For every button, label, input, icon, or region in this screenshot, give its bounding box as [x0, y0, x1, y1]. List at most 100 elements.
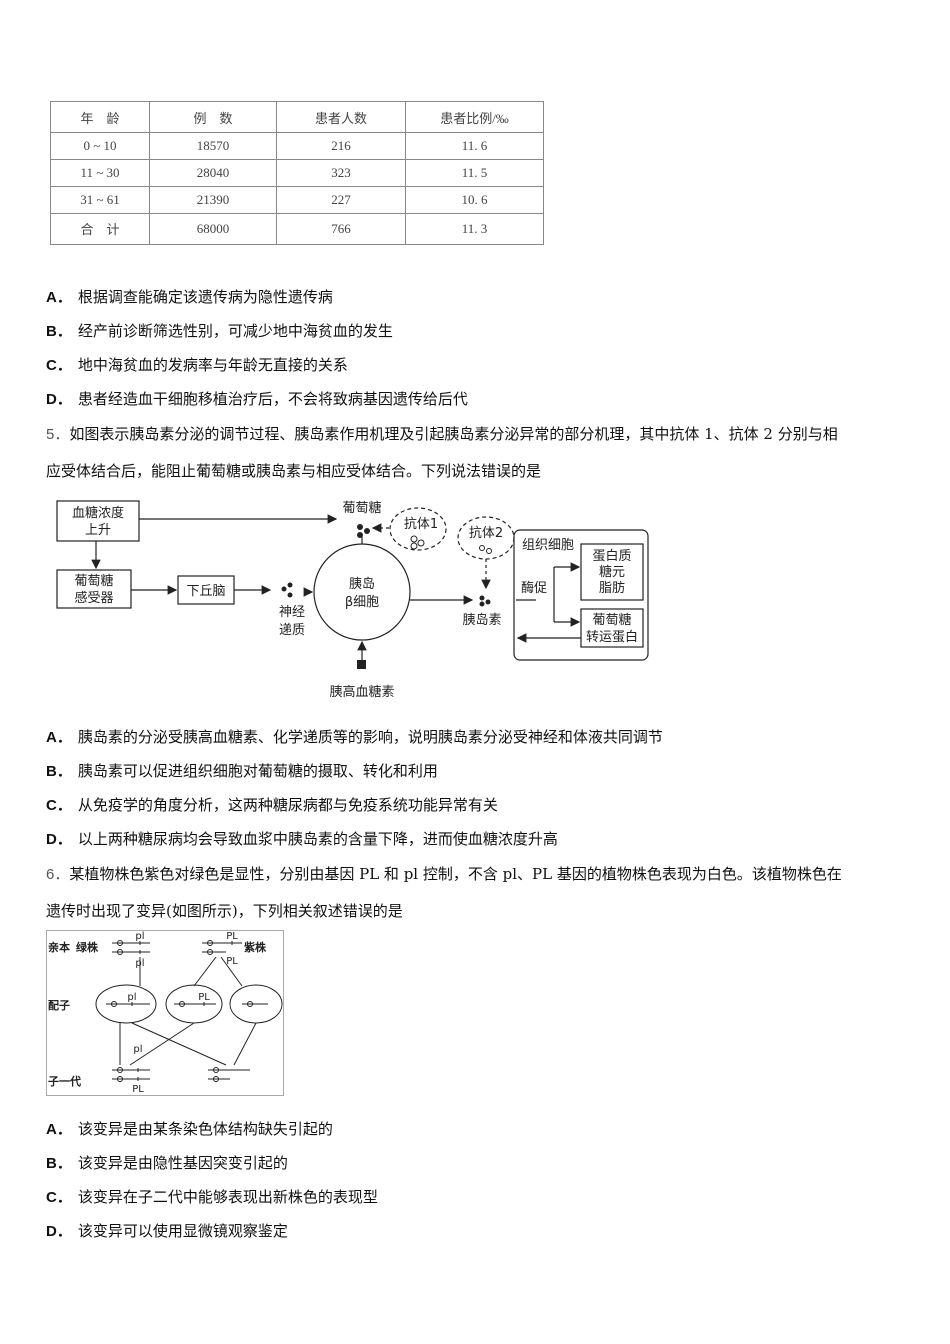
table-cell: 18570 — [149, 132, 277, 161]
option-text: 经产前诊断筛选性别，可减少地中海贫血的发生 — [77, 322, 393, 340]
option-text: 胰岛素可以促进组织细胞对葡萄糖的摄取、转化和利用 — [77, 762, 438, 780]
table-cell: 11. 5 — [405, 159, 544, 187]
stem-text: 应受体结合后，能阻止葡萄糖或胰岛素与相应受体结合。下列说法错误的是 — [46, 462, 542, 480]
neurotransmitter-icon — [287, 592, 293, 598]
neurotransmitter-label: 递质 — [279, 623, 305, 638]
option-letter: C． — [46, 357, 72, 374]
receptor-label: 感受器 — [74, 590, 113, 606]
q4-option-a[interactable]: A．根据调查能确定该遗传病为隐性遗传病 — [46, 286, 333, 307]
gene-label: PL — [132, 1084, 144, 1095]
table-cell: 68000 — [149, 212, 277, 246]
products-label: 糖元 — [599, 564, 625, 580]
neurotransmitter-icon — [287, 582, 293, 588]
centromere — [117, 949, 123, 955]
q4-option-d[interactable]: D．患者经造血干细胞移植治疗后，不会将致病基因遗传给后代 — [46, 388, 468, 409]
q5-option-b[interactable]: B． 胰岛素可以促进组织细胞对葡萄糖的摄取、转化和利用 — [46, 760, 438, 781]
q5-stem-line2: 应受体结合后，能阻止葡萄糖或胰岛素与相应受体结合。下列说法错误的是 — [46, 460, 541, 481]
insulin-label: 胰岛素 — [462, 612, 501, 628]
gamete-label: 配子 — [48, 998, 70, 1012]
q4-option-c[interactable]: C． 地中海贫血的发病率与年龄无直接的关系 — [46, 354, 348, 375]
islet-label: 胰岛 — [349, 576, 375, 592]
option-text: 该变异是由某条染色体结构缺失引起的 — [77, 1120, 333, 1138]
question-number: 6． — [46, 866, 70, 883]
glucose-receptor-box — [56, 569, 132, 609]
header-cell: 年 龄 — [50, 100, 150, 134]
table-row: 合 计 68000 766 11. 3 — [50, 212, 544, 246]
antibody2-icon — [486, 548, 492, 554]
q5-option-a[interactable]: A．胰岛素的分泌受胰高血糖素、化学递质等的影响，说明胰岛素分泌受神经和体液共同调… — [46, 726, 663, 747]
table-cell: 21390 — [149, 185, 277, 214]
table-cell: 11. 3 — [405, 212, 544, 246]
centromere — [117, 1067, 123, 1073]
glucose-molecule-icon — [357, 532, 363, 538]
glucose-molecule-icon — [357, 524, 363, 530]
insulin-molecule-icon — [479, 601, 485, 607]
q6-stem-line1: 6．某植物株色紫色对绿色是显性，分别由基因 PL 和 pl 控制，不含 pl、P… — [46, 863, 842, 884]
tissue-cell-box — [513, 529, 649, 661]
gene-label: pl — [133, 1044, 142, 1055]
option-letter: D． — [46, 1223, 72, 1240]
blood-sugar-label: 上升 — [85, 523, 111, 538]
products-box — [580, 543, 644, 601]
table-cell: 323 — [276, 159, 406, 187]
q6-stem-line2: 遗传时出现了变异(如图所示)，下列相关叙述错误的是 — [46, 900, 403, 921]
receptor-label: 葡萄糖 — [74, 573, 113, 589]
parent-label: 亲本 — [48, 940, 70, 954]
q6-option-c[interactable]: C． 该变异在子二代中能够表现出新株色的表现型 — [46, 1186, 378, 1207]
beta-cell-circle — [313, 543, 411, 641]
glucagon-receptor-icon — [357, 660, 366, 669]
q5-option-c[interactable]: C． 从免疫学的角度分析，这两种糖尿病都与免疫系统功能异常有关 — [46, 794, 498, 815]
blood-sugar-box — [56, 500, 140, 542]
insulin-regulation-diagram: 血糖浓度 上升 葡萄糖 感受器 下丘脑 神经 递质 胰岛 β细胞 葡萄糖 抗体1… — [56, 500, 649, 700]
q6-option-b[interactable]: B．该变异是由隐性基因突变引起的 — [46, 1152, 288, 1173]
green-label: 绿株 — [76, 940, 99, 954]
purple-label: 紫株 — [244, 940, 267, 954]
centromere — [213, 1067, 219, 1073]
q6-option-d[interactable]: D．该变异可以使用显微镜观察鉴定 — [46, 1220, 288, 1241]
glucose-label: 葡萄糖 — [342, 500, 381, 516]
option-text: 患者经造血干细胞移植治疗后，不会将致病基因遗传给后代 — [77, 390, 468, 408]
molecule-icons — [281, 524, 491, 669]
antibody1-ellipse — [389, 507, 447, 551]
gene-label: PL — [226, 956, 238, 967]
q5-option-d[interactable]: D．以上两种糖尿病均会导致血浆中胰岛素的含量下降，进而使血糖浓度升高 — [46, 828, 558, 849]
table-cell: 0 ~ 10 — [50, 132, 150, 161]
table-cell: 766 — [276, 212, 406, 246]
centromere — [179, 1001, 185, 1007]
antibody1-label: 抗体1 — [404, 517, 438, 532]
insulin-molecule-icon — [485, 599, 491, 605]
glucose-transporter-box — [580, 608, 644, 648]
centromere — [117, 1076, 123, 1082]
option-letter: B． — [46, 323, 72, 340]
option-text: 该变异在子二代中能够表现出新株色的表现型 — [77, 1188, 378, 1206]
insulin-molecule-icon — [479, 595, 485, 601]
option-text: 地中海贫血的发病率与年龄无直接的关系 — [77, 356, 348, 374]
option-text: 从免疫学的角度分析，这两种糖尿病都与免疫系统功能异常有关 — [77, 796, 498, 814]
transporter-label: 葡萄糖 — [592, 612, 631, 628]
antibody2-label: 抗体2 — [469, 526, 503, 541]
question-number: 5． — [46, 426, 70, 443]
q4-option-b[interactable]: B． 经产前诊断筛选性别，可减少地中海贫血的发生 — [46, 320, 393, 341]
option-letter: B． — [46, 763, 72, 780]
stem-text: 如图表示胰岛素分泌的调节过程、胰岛素作用机理及引起胰岛素分泌异常的部分机理，其中… — [69, 425, 838, 443]
table-cell: 合 计 — [50, 212, 150, 246]
hypothalamus-label: 下丘脑 — [186, 584, 225, 599]
table-row: 11 ~ 30 28040 323 11. 5 — [50, 159, 544, 187]
diagram-frame — [46, 930, 284, 1096]
table-row: 0 ~ 10 18570 216 11. 6 — [50, 132, 544, 161]
header-cell: 患者人数 — [276, 100, 406, 134]
option-letter: C． — [46, 797, 72, 814]
centromere — [247, 1001, 253, 1007]
antibody2-icon — [479, 545, 485, 551]
transporter-label: 转运蛋白 — [586, 629, 638, 645]
gamete-ellipse — [95, 984, 157, 1024]
promote-label: 酶促 — [521, 580, 547, 596]
option-letter: A． — [46, 1121, 72, 1138]
products-label: 脂肪 — [599, 580, 625, 596]
neurotransmitter-label: 神经 — [279, 605, 305, 620]
survey-table: 年 龄 例 数 患者人数 患者比例/‰ 0 ~ 10 18570 216 11.… — [50, 100, 544, 246]
gene-label: PL — [226, 931, 238, 942]
option-letter: C． — [46, 1189, 72, 1206]
centromere — [213, 1076, 219, 1082]
q6-option-a[interactable]: A． 该变异是由某条染色体结构缺失引起的 — [46, 1118, 333, 1139]
